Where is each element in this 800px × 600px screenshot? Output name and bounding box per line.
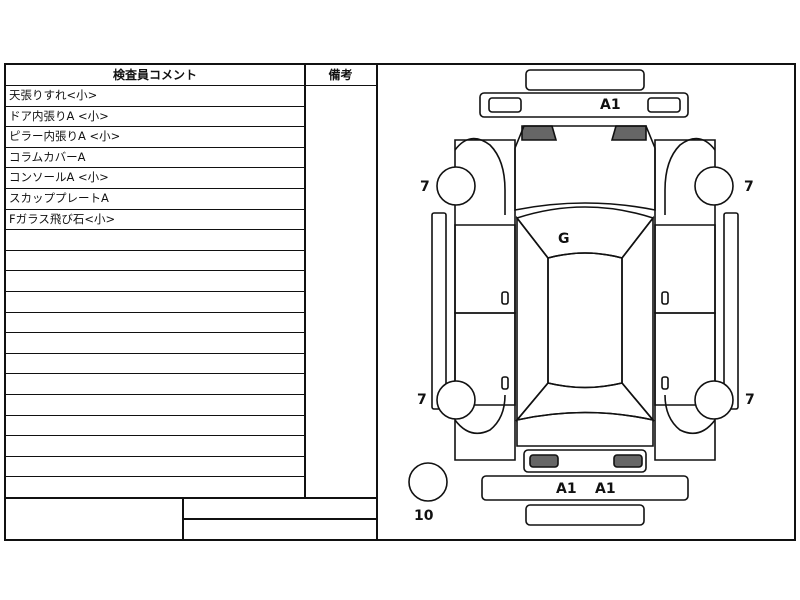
comment-row [6, 333, 304, 354]
front-bumper-top [525, 69, 645, 91]
left-rear-door [454, 312, 516, 406]
rear-panel [523, 449, 647, 473]
rear-bumper [481, 475, 689, 501]
comment-header: 検査員コメント [6, 65, 304, 86]
tire-front-right [694, 166, 734, 206]
left-front-door [454, 224, 516, 314]
comment-row [6, 457, 304, 478]
left-rear-fender [454, 394, 506, 435]
comment-row [6, 354, 304, 375]
headlight-right [647, 97, 681, 113]
left-rear-handle [501, 376, 509, 390]
comment-row [6, 313, 304, 334]
front-bumper [479, 92, 689, 118]
column-divider [304, 65, 306, 497]
comment-row [6, 251, 304, 272]
right-step [723, 212, 739, 410]
spare-tire-mark: 10 [414, 508, 434, 524]
rear-mark-left: A1 [556, 481, 577, 497]
rear-lamp-right [613, 454, 643, 468]
left-front-handle [501, 291, 509, 305]
tire-rr-mark: 7 [745, 392, 755, 408]
comment-row: コンソールA <小> [6, 168, 304, 189]
comment-row: コラムカバーA [6, 148, 304, 169]
left-step [431, 212, 447, 410]
right-front-door [654, 224, 716, 314]
right-front-handle [661, 291, 669, 305]
tire-front-left [436, 166, 476, 206]
tire-fr-mark: 7 [744, 179, 754, 195]
right-rear-fender [664, 394, 716, 435]
tire-fl-mark: 7 [420, 179, 430, 195]
roof [547, 252, 623, 389]
bottom-divider [6, 497, 376, 499]
comment-row: ドア内張りA <小> [6, 107, 304, 128]
comment-row [6, 374, 304, 395]
rear-window [514, 382, 656, 422]
comment-row: スカッププレートA [6, 189, 304, 210]
diagram-divider [376, 65, 378, 539]
windshield [515, 206, 655, 259]
comment-row [6, 292, 304, 313]
comment-row: Fガラス飛び石<小> [6, 210, 304, 231]
trunk [516, 411, 654, 447]
front-bumper-mark: A1 [600, 97, 621, 113]
spare-tire [408, 462, 448, 502]
headlight-left [488, 97, 522, 113]
comment-row [6, 395, 304, 416]
bottom-column-divider [182, 497, 184, 539]
comment-row [6, 436, 304, 457]
remarks-header: 備考 [305, 65, 376, 86]
comment-row [6, 230, 304, 251]
front-left-grille [521, 125, 558, 141]
windshield-mark: G [558, 231, 570, 247]
right-rear-handle [661, 376, 669, 390]
rear-lamp-left [529, 454, 559, 468]
comment-row: ピラー内張りA <小> [6, 127, 304, 148]
bottom-inner-divider [182, 518, 376, 520]
rear-bumper-bottom [525, 504, 645, 526]
comment-row [6, 416, 304, 437]
right-front-fender [664, 137, 716, 215]
comment-row: 天張りすれ<小> [6, 86, 304, 107]
tire-rear-right [694, 380, 734, 420]
tire-rl-mark: 7 [417, 392, 427, 408]
comment-row [6, 271, 304, 292]
left-front-fender [454, 137, 506, 215]
inspection-sheet: 検査員コメント 備考 天張りすれ<小>ドア内張りA <小>ピラー内張りA <小>… [4, 63, 796, 541]
tire-rear-left [436, 380, 476, 420]
rear-mark-right: A1 [595, 481, 616, 497]
front-right-grille [610, 125, 647, 141]
